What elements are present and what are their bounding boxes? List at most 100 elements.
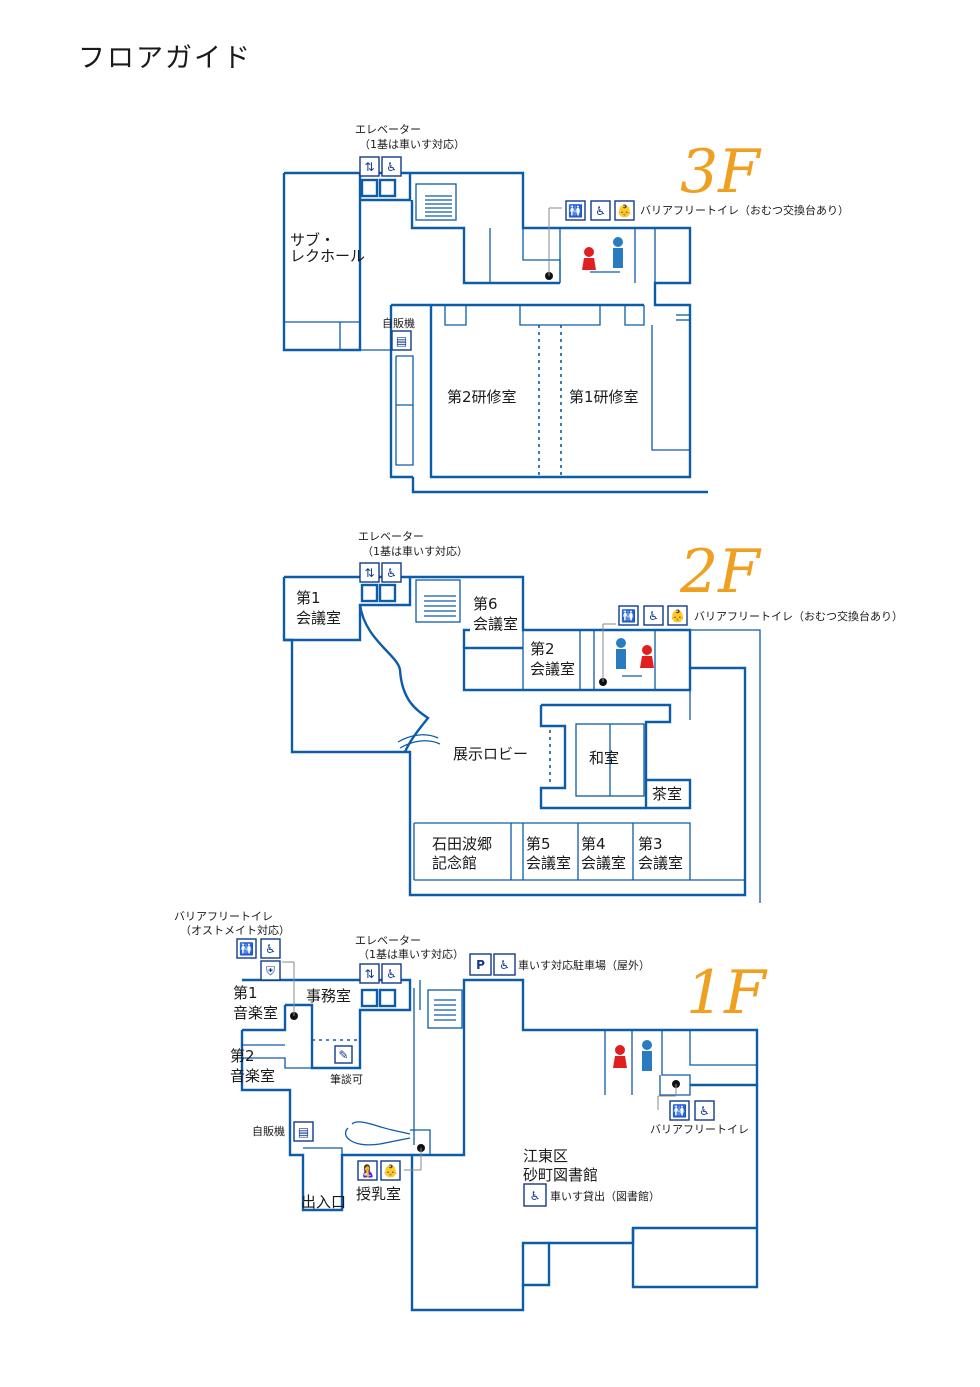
- baby-changing-icon: 👶: [667, 605, 688, 626]
- svg-text:🤱: 🤱: [360, 1163, 375, 1178]
- room-washitsu: 和室: [589, 749, 619, 767]
- ostomate-icon: ⛨: [260, 960, 281, 981]
- svg-text:⛨: ⛨: [266, 964, 275, 978]
- room-music2-b: 音楽室: [230, 1067, 275, 1085]
- room-conf1-b: 会議室: [296, 609, 341, 627]
- svg-text:⇅: ⇅: [364, 160, 374, 174]
- room-nursing: 授乳室: [356, 1185, 401, 1203]
- room-sub-hall-2: レクホール: [290, 247, 365, 265]
- elevator-icon: ⇅: [359, 156, 380, 177]
- elevator-note: （1基は車いす対応）: [358, 947, 464, 961]
- room-training-1: 第1研修室: [569, 388, 639, 406]
- room-conf4: 第4: [581, 835, 606, 853]
- room-training-2: 第2研修室: [447, 388, 517, 406]
- svg-text:🚻: 🚻: [568, 204, 583, 218]
- toilet-ostomate-label: バリアフリートイレ: [174, 910, 273, 923]
- writing-conversation-icon: ✎: [334, 1045, 353, 1064]
- elevator-label: エレベーター: [358, 530, 424, 543]
- svg-text:⇅: ⇅: [364, 566, 374, 580]
- page-title: フロアガイド: [78, 43, 252, 74]
- svg-text:♿: ♿: [499, 958, 510, 972]
- floor-2f-label: 2F: [679, 537, 762, 607]
- accessible-toilet-icon: 🚻: [618, 605, 639, 626]
- room-conf5-b: 会議室: [526, 854, 571, 872]
- room-conf5: 第5: [526, 835, 551, 853]
- barrier-free-toilet-label: バリアフリートイレ（おむつ交換台あり）: [694, 609, 903, 623]
- room-sub-hall: サブ・: [290, 231, 335, 249]
- svg-text:♿: ♿: [530, 1189, 541, 1203]
- toilet-ostomate-note: （オストメイト対応）: [180, 923, 290, 937]
- barrier-free-toilet-label: バリアフリートイレ（おむつ交換台あり）: [640, 203, 849, 217]
- svg-text:✎: ✎: [338, 1048, 348, 1062]
- baby-changing-icon: 👶: [380, 1160, 401, 1181]
- floor-2f: 2F ⇅: [282, 530, 903, 903]
- room-music2: 第2: [230, 1047, 255, 1065]
- wheelchair-icon: ♿: [381, 963, 402, 984]
- wheelchair-icon: ♿: [590, 200, 611, 221]
- svg-text:⇅: ⇅: [364, 967, 374, 981]
- accessible-toilet-icon: 🚻: [236, 938, 257, 959]
- svg-text:♿: ♿: [386, 967, 397, 981]
- elevator-label: エレベーター: [355, 934, 421, 947]
- room-museum-b: 記念館: [432, 854, 477, 872]
- floor-1f-label: 1F: [686, 958, 768, 1028]
- parking-label: 車いす対応駐車場（屋外）: [518, 958, 650, 972]
- room-museum: 石田波郷: [432, 835, 492, 853]
- svg-text:♿: ♿: [386, 160, 397, 174]
- elevator-label: エレベーター: [355, 123, 421, 136]
- nursing-room-icon: 🤱: [357, 1160, 378, 1181]
- room-conf6: 第6: [473, 595, 498, 613]
- elevator-icon: ⇅: [359, 562, 380, 583]
- svg-text:🚻: 🚻: [621, 609, 636, 623]
- room-conf3-b: 会議室: [638, 854, 683, 872]
- room-office: 事務室: [306, 987, 351, 1005]
- room-conf3: 第3: [638, 835, 663, 853]
- floor-1f: 1F 🚻 ♿ ⛨: [174, 910, 768, 1312]
- room-library-b: 砂町図書館: [523, 1166, 598, 1184]
- room-conf4-b: 会議室: [581, 854, 626, 872]
- wheelchair-icon: ♿: [260, 938, 281, 959]
- svg-text:👶: 👶: [670, 609, 685, 623]
- room-chashitsu: 茶室: [652, 785, 682, 803]
- svg-text:🚻: 🚻: [672, 1104, 687, 1118]
- svg-text:♿: ♿: [265, 942, 276, 956]
- svg-text:👶: 👶: [383, 1164, 398, 1178]
- room-library: 江東区: [523, 1147, 568, 1165]
- accessible-toilet-icon: 🚻: [669, 1100, 690, 1121]
- elevator-note: （1基は車いす対応）: [362, 544, 468, 558]
- wheelchair-icon: ♿: [493, 953, 516, 976]
- wheelchair-icon: ♿: [643, 605, 664, 626]
- accessible-toilet-icon: 🚻: [565, 200, 586, 221]
- wheelchair-icon: ♿: [381, 562, 402, 583]
- room-music1: 第1: [233, 984, 258, 1002]
- vending-machine-icon: ▤: [391, 330, 412, 351]
- svg-text:🚻: 🚻: [239, 942, 254, 956]
- room-lobby: 展示ロビー: [453, 745, 528, 763]
- svg-text:♿: ♿: [386, 566, 397, 580]
- svg-text:▤: ▤: [298, 1125, 309, 1139]
- wheelchair-icon: ♿: [381, 156, 402, 177]
- room-conf6-b: 会議室: [473, 615, 518, 633]
- room-conf1: 第1: [296, 589, 321, 607]
- svg-text:♿: ♿: [648, 609, 659, 623]
- room-entrance: 出入口: [301, 1193, 346, 1211]
- wheelchair-icon: ♿: [523, 1183, 547, 1207]
- wheelchair-icon: ♿: [694, 1100, 715, 1121]
- vending-machine-icon: ▤: [293, 1121, 314, 1142]
- wheelchair-rental-label: 車いす貸出（図書館）: [550, 1189, 660, 1203]
- room-music1-b: 音楽室: [233, 1004, 278, 1022]
- parking-icon: P: [469, 953, 492, 976]
- svg-text:▤: ▤: [396, 334, 407, 348]
- vending-label: 自販機: [252, 1124, 285, 1138]
- barrier-free-toilet-label: バリアフリートイレ: [650, 1123, 749, 1136]
- vending-label: 自販機: [382, 316, 415, 330]
- elevator-note: （1基は車いす対応）: [359, 137, 465, 151]
- elevator-icon: ⇅: [359, 963, 380, 984]
- floor-3f-label: 3F: [680, 137, 762, 207]
- room-conf2: 第2: [530, 640, 555, 658]
- baby-changing-icon: 👶: [614, 200, 635, 221]
- svg-text:👶: 👶: [617, 204, 632, 218]
- floor-3f: 3F: [282, 123, 849, 494]
- room-conf2-b: 会議室: [530, 660, 575, 678]
